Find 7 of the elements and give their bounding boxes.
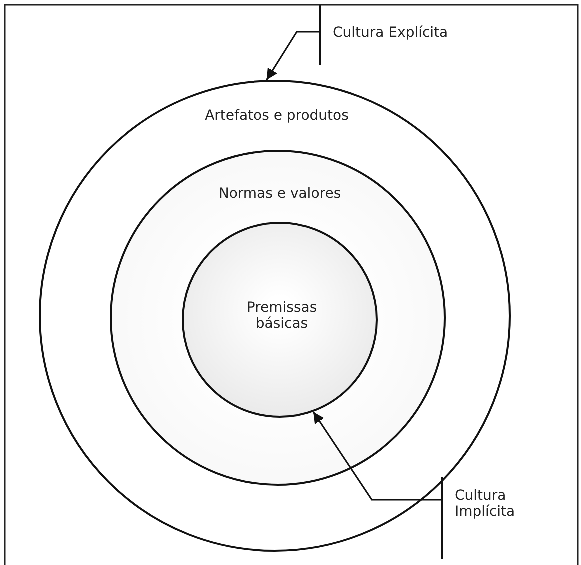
node-label: Cultura Explícita bbox=[333, 25, 450, 41]
node-label: Artefatos e produtos bbox=[204, 108, 350, 124]
arrow bbox=[266, 31, 320, 81]
node-label: Premissas básicas bbox=[246, 300, 318, 332]
node-label: Cultura Implícita bbox=[455, 488, 516, 520]
arrow bbox=[312, 412, 442, 501]
node-label: Normas e valores bbox=[218, 186, 342, 202]
